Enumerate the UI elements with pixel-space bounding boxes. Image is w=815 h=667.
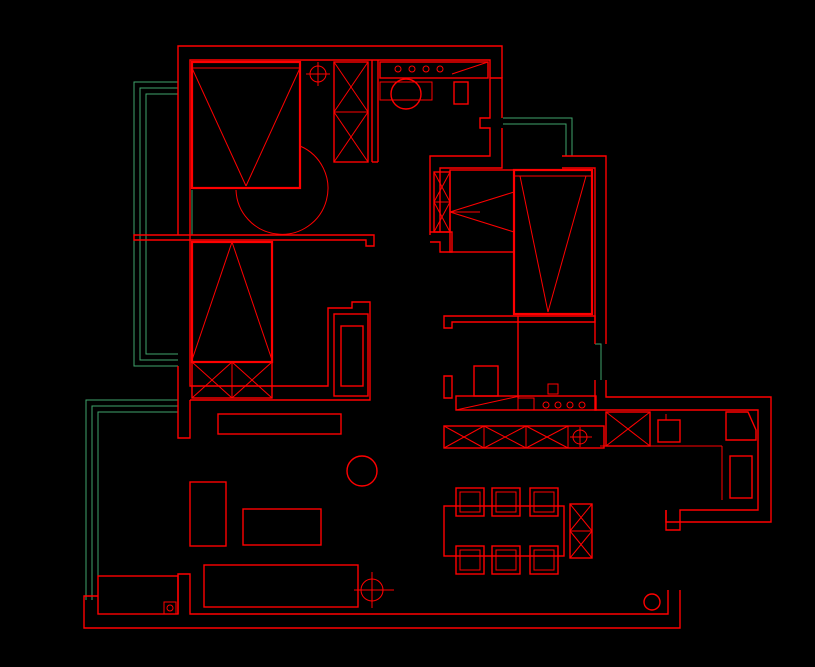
dining-set: [443, 487, 593, 575]
kitchenette-top: [379, 61, 489, 110]
bed-right: [449, 168, 594, 316]
living-area: [97, 455, 661, 615]
exterior-walls: [83, 45, 772, 629]
bed-middle-left: [190, 240, 274, 399]
interior-walls: [133, 60, 596, 435]
wardrobe-right: [433, 171, 451, 233]
kitchen-counters: [443, 365, 757, 500]
bathtub: [333, 313, 369, 397]
bed-top-left: [190, 60, 330, 235]
balcony-railings: [85, 81, 602, 600]
wardrobe-top: [333, 61, 369, 163]
